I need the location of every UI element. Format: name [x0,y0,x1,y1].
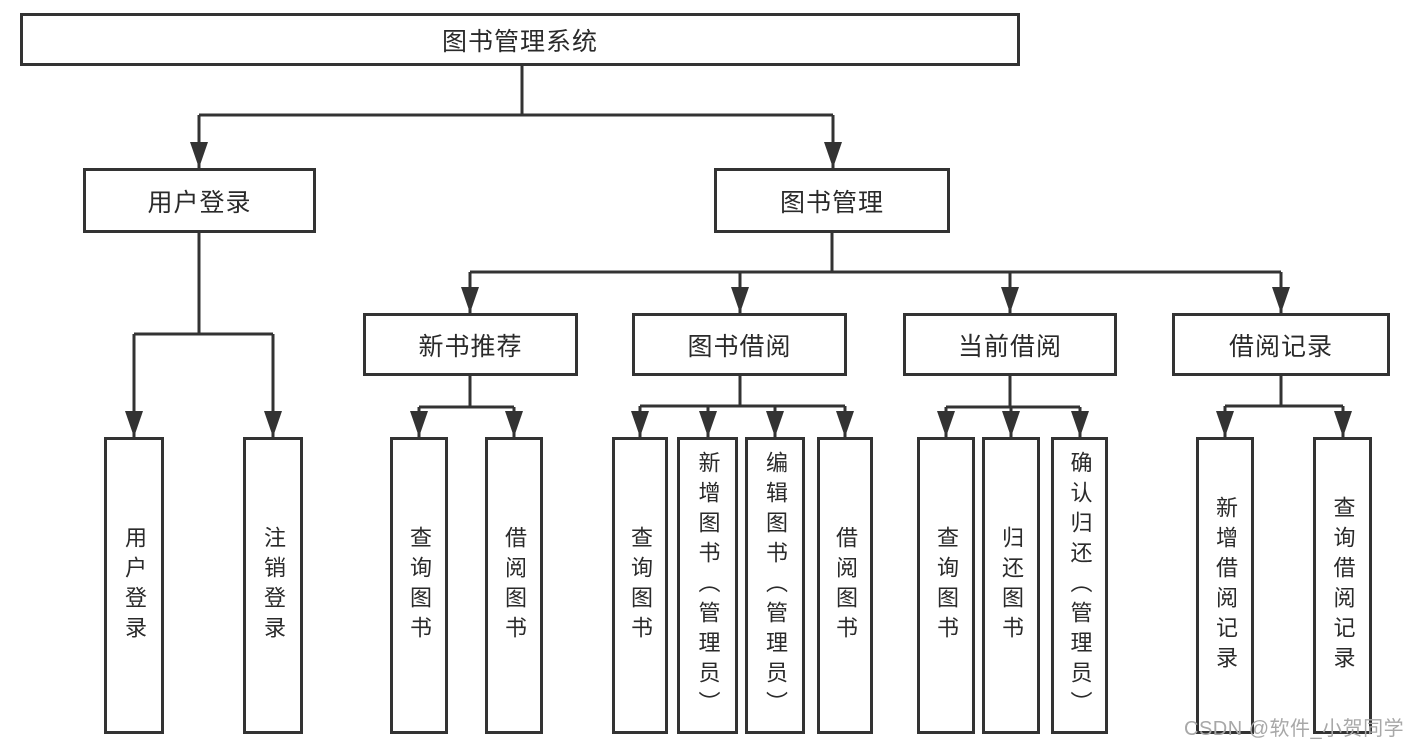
leaf-query-book-2: 查询图书 [612,437,668,734]
leaf-borrow-book-2: 借阅图书 [817,437,873,734]
node-borrow-records-label: 借阅记录 [1228,332,1333,361]
leaf-query-book-2-label: 查询图书 [628,525,653,646]
leaf-query-book-3: 查询图书 [917,437,975,734]
leaf-return-book: 归还图书 [982,437,1040,734]
leaf-user-login-label: 用户登录 [122,525,147,646]
leaf-borrow-book-1: 借阅图书 [485,437,543,734]
leaf-return-book-label: 归还图书 [999,525,1024,646]
node-borrow-records: 借阅记录 [1172,313,1390,376]
leaf-query-book-3-label: 查询图书 [934,525,959,646]
leaf-logout: 注销登录 [243,437,303,734]
csdn-watermark: CSDN @软件_小贺同学 [1184,718,1405,740]
node-new-book-rec: 新书推荐 [363,313,578,376]
leaf-edit-book-label: 编辑图书（管理员） [763,450,788,721]
node-book-mgmt-label: 图书管理 [779,188,884,217]
leaf-query-book-1-label: 查询图书 [407,525,432,646]
node-current-borrow-label: 当前借阅 [957,332,1062,361]
leaf-confirm-return: 确认归还（管理员） [1051,437,1108,734]
node-user-login-label: 用户登录 [147,188,252,217]
leaf-user-login: 用户登录 [104,437,164,734]
leaf-borrow-book-2-label: 借阅图书 [833,525,858,646]
leaf-borrow-book-1-label: 借阅图书 [502,525,527,646]
node-root-label: 图书管理系统 [441,27,598,56]
node-book-borrow: 图书借阅 [632,313,847,376]
leaf-query-borrow-record-label: 查询借阅记录 [1330,495,1356,676]
leaf-query-book-1: 查询图书 [390,437,448,734]
node-root: 图书管理系统 [20,13,1020,66]
leaf-logout-label: 注销登录 [261,525,286,646]
leaf-add-book: 新增图书（管理员） [677,437,738,734]
node-user-login: 用户登录 [83,168,316,233]
leaf-add-borrow-record-label: 新增借阅记录 [1213,495,1238,676]
node-new-book-rec-label: 新书推荐 [418,332,523,361]
leaf-add-book-label: 新增图书（管理员） [695,450,721,721]
leaf-add-borrow-record: 新增借阅记录 [1196,437,1254,734]
leaf-confirm-return-label: 确认归还（管理员） [1067,450,1093,721]
leaf-edit-book: 编辑图书（管理员） [745,437,805,734]
node-book-borrow-label: 图书借阅 [687,332,792,361]
node-current-borrow: 当前借阅 [903,313,1117,376]
node-book-mgmt: 图书管理 [714,168,950,233]
leaf-query-borrow-record: 查询借阅记录 [1313,437,1372,734]
